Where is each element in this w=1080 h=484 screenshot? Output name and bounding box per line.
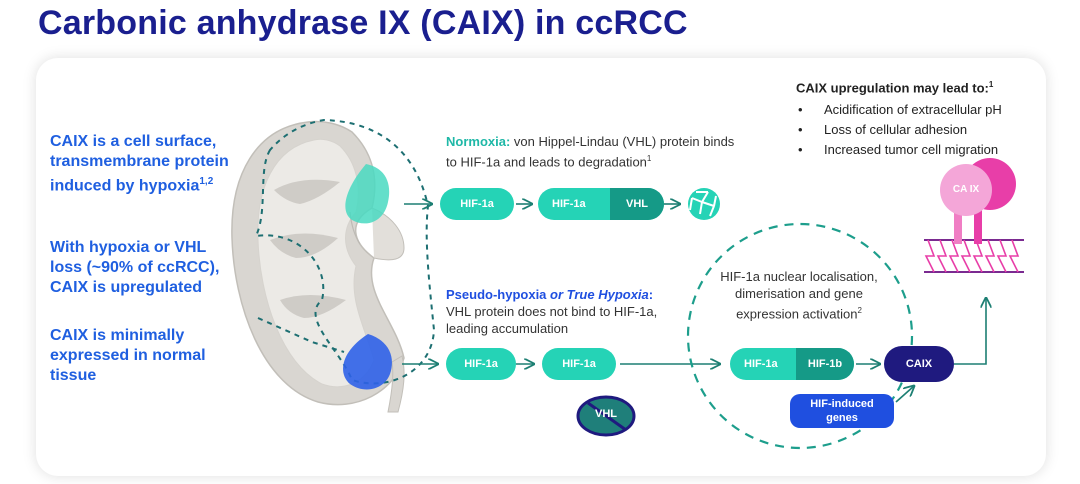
kidney-illustration xyxy=(231,120,405,413)
upregulation-list: Acidification of extracellular pH Loss o… xyxy=(796,100,1002,160)
pseudo-hypoxia-label: Pseudo-hypoxia xyxy=(446,287,547,302)
hif-1a-hypoxia-pill: HIF-1a xyxy=(446,348,516,380)
cell-surface-text: CAIX is a cell surface, transmembrane pr… xyxy=(50,133,229,195)
left-text-hypoxia: With hypoxia or VHL loss (~90% of ccRCC)… xyxy=(50,239,220,296)
degradation-icon xyxy=(688,188,720,220)
hif-1a-accumulated-pill: HIF-1a xyxy=(542,348,616,380)
colon: : xyxy=(648,287,654,302)
cell-membrane xyxy=(924,158,1024,273)
list-item: Loss of cellular adhesion xyxy=(796,120,1002,140)
normoxia-note: Normoxia: von Hippel-Lindau (VHL) protei… xyxy=(446,133,746,170)
upregulation-title-text: CAIX upregulation may lead to: xyxy=(796,80,989,96)
left-text-normal-tissue: CAIX is minimally expressed in normal ti… xyxy=(50,327,206,384)
ca-ix-membrane-label: CA IX xyxy=(952,184,980,195)
normoxia-wedge xyxy=(345,164,390,224)
nuclear-text: HIF-1a nuclear localisation, dimerisatio… xyxy=(720,269,878,322)
vhl-in-complex: VHL xyxy=(610,188,664,220)
list-item: Acidification of extracellular pH xyxy=(796,100,1002,120)
nucleus-dashed-circle xyxy=(686,222,914,450)
nuclear-ref: 2 xyxy=(857,306,862,315)
hif-1a-in-complex: HIF-1a xyxy=(552,198,586,210)
hif-1b-in-dimer: HIF-1b xyxy=(796,348,854,380)
arrow-to-membrane xyxy=(954,298,986,365)
or-label: or xyxy=(546,287,567,302)
kidney-dashed-outline xyxy=(254,118,436,385)
hypoxia-note: Pseudo-hypoxia or True Hypoxia: VHL prot… xyxy=(446,286,686,337)
hif-1a-normoxia-pill: HIF-1a xyxy=(440,188,514,220)
hif-induced-genes-pill: HIF-induced genes xyxy=(790,394,894,428)
normoxia-label: Normoxia: xyxy=(446,134,511,149)
nuclear-note: HIF-1a nuclear localisation, dimerisatio… xyxy=(716,268,882,322)
hif-1a-in-dimer: HIF-1a xyxy=(744,358,778,370)
true-hypoxia-label: True Hypoxia xyxy=(566,287,649,302)
normoxia-ref: 1 xyxy=(646,154,652,163)
hypoxia-text: VHL protein does not bind to HIF-1a, lea… xyxy=(446,304,658,336)
vhl-blocked-icon xyxy=(576,395,636,437)
kidney-dashed-line xyxy=(257,317,345,353)
hypoxia-wedge xyxy=(343,334,392,390)
arrow-genes-to-caix xyxy=(895,386,914,403)
normoxia-text: von Hippel-Lindau (VHL) protein binds to… xyxy=(446,134,735,170)
left-text-cell-surface: CAIX is a cell surface, transmembrane pr… xyxy=(50,132,240,196)
upregulation-ref: 1 xyxy=(988,80,994,89)
page-title: Carbonic anhydrase IX (CAIX) in ccRCC xyxy=(38,4,688,42)
caix-pill: CAIX xyxy=(884,346,954,382)
vhl-blocked-label: VHL xyxy=(595,408,617,420)
upregulation-title: CAIX upregulation may lead to:1 xyxy=(796,80,993,95)
ref-1-2: 1,2 xyxy=(199,176,214,187)
list-item: Increased tumor cell migration xyxy=(796,140,1002,160)
